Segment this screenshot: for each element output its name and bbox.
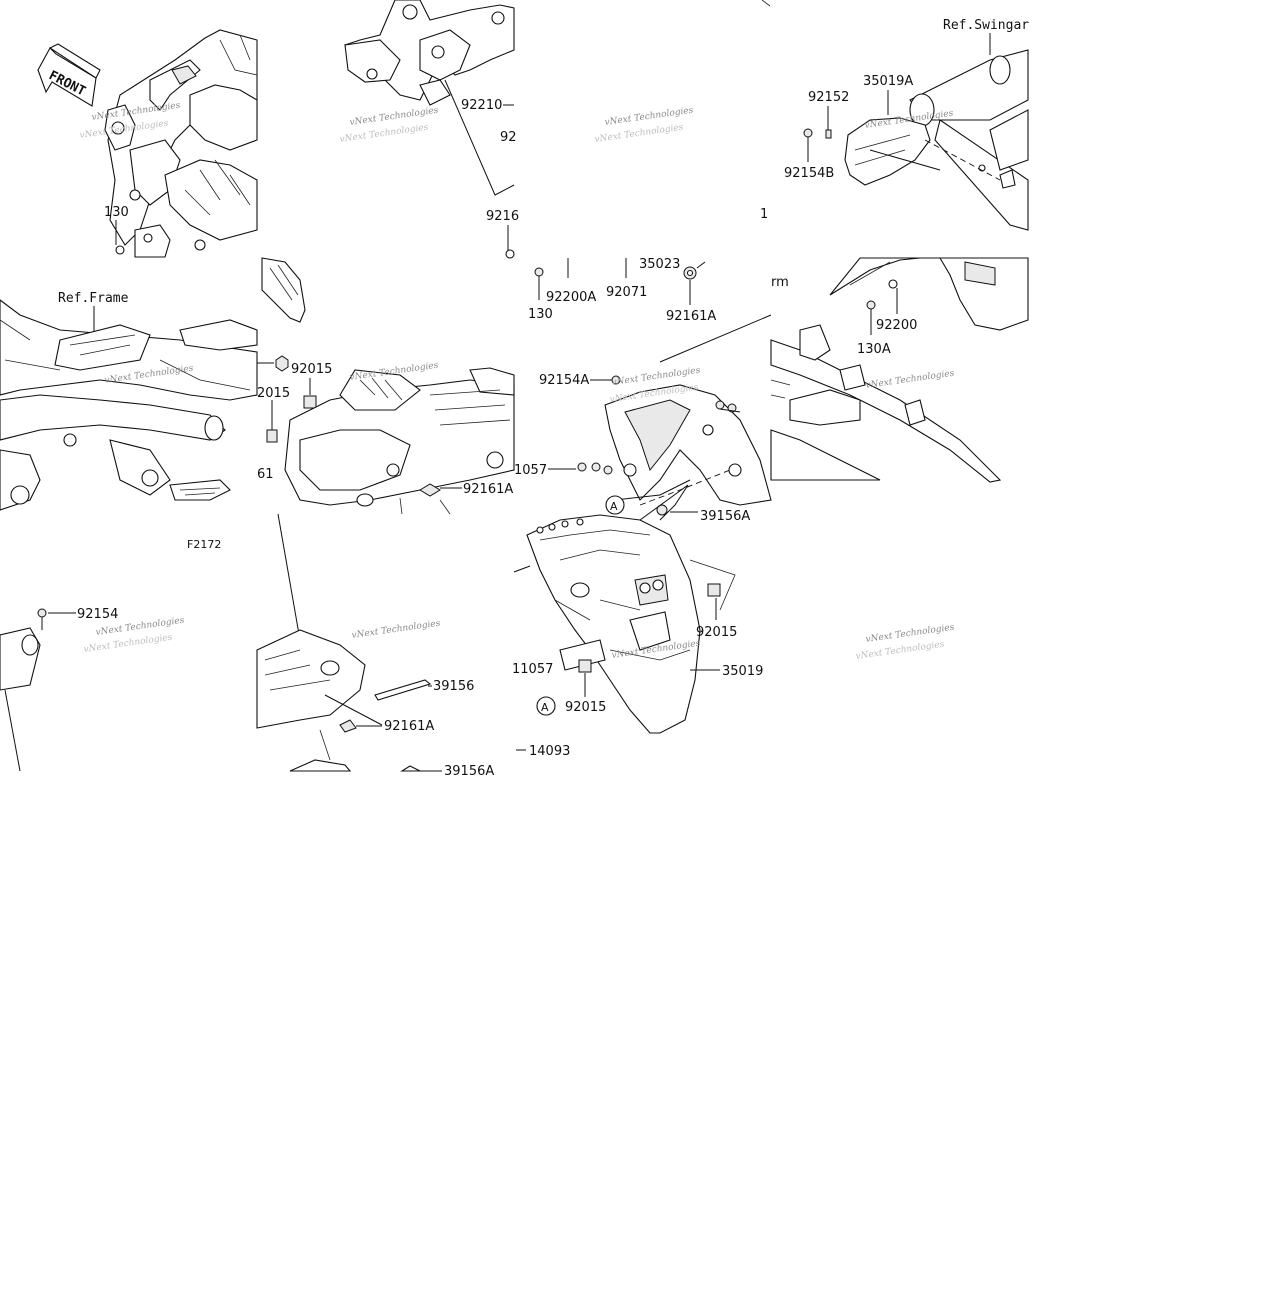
label-92161A-a: 92161A <box>666 309 716 324</box>
ref-frame-label: Ref.Frame <box>58 291 129 306</box>
bolt-icon <box>803 128 813 162</box>
label-92015-b: 92015 <box>696 625 737 640</box>
watermark: vNext Technologies vNext Technologies <box>594 106 694 145</box>
tile-tray-lower: 39156 92161A 39156A vNext Technologies <box>256 513 494 779</box>
ref-swingarm-label: Ref.Swingar <box>943 18 1029 33</box>
label-14093: 14093 <box>529 744 570 759</box>
grommet-icon <box>683 266 697 280</box>
label-2015-partial: 2015 <box>257 386 290 401</box>
label-130-b: 130 <box>528 307 553 322</box>
label-35019: 35019 <box>722 664 763 679</box>
label-61-partial: 61 <box>257 467 274 482</box>
label-39156: 39156 <box>433 679 474 694</box>
tile-hardware-labels: 1 vNext Technologies vNext Technologies … <box>528 0 771 324</box>
bolt-icon <box>37 608 47 630</box>
bolt-icon <box>611 375 621 385</box>
tile-rear-fender-top: rm 92154A 1057 39156A vNext Technologi <box>514 275 789 524</box>
watermark: vNext Technologies <box>351 619 441 641</box>
tile-rear-fender: A 92015 35019 11057 A 92015 <box>512 484 763 759</box>
tile-frame-rear: Ref.Frame vNext Technologies <box>0 291 258 511</box>
svg-text:vNext Technologies: vNext Technologies <box>351 619 441 641</box>
bolt-icon <box>577 462 613 475</box>
label-92152: 92152 <box>808 90 849 105</box>
svg-text:vNext Technologies: vNext Technologies <box>865 369 955 391</box>
label-92015-c: 92015 <box>565 700 606 715</box>
svg-text:A: A <box>610 500 618 513</box>
label-39156A-a: 39156A <box>700 509 750 524</box>
label-130A: 130A <box>857 342 891 357</box>
label-9216-partial: 9216 <box>486 209 519 224</box>
label-92154: 92154 <box>77 607 118 622</box>
watermark: vNext Technologies vNext Technologies <box>855 623 955 662</box>
label-39156A-b: 39156A <box>444 764 494 779</box>
bolt-icon <box>715 400 741 413</box>
tile-battery-case: 92015 2015 61 92161A vNext Technologies <box>257 257 515 515</box>
label-92200A: 92200A <box>546 290 596 305</box>
tile-rear-frame-mount: 92200 130A vNext Technologies <box>770 257 1029 483</box>
label-92200: 92200 <box>876 318 917 333</box>
nut-icon <box>578 659 592 673</box>
tile-frame-front: FRONT 130 vNext Technologies vNext Techn… <box>37 29 258 258</box>
label-92154B: 92154B <box>784 166 834 181</box>
frame-front-section <box>104 29 258 258</box>
svg-text:A: A <box>541 701 549 714</box>
tile-frame-lower: F2172 92154 vNext Technologies vNext Tec… <box>0 538 221 772</box>
label-92161A-c: 92161A <box>384 719 434 734</box>
label-92015-a: 92015 <box>291 362 332 377</box>
label-92154A: 92154A <box>539 373 589 388</box>
watermark: vNext Technologies <box>865 369 955 391</box>
callout-a-top: A <box>605 495 625 515</box>
label-1-partial: 1 <box>760 207 768 222</box>
label-35023: 35023 <box>639 257 680 272</box>
tile-frame-upper-bracket: 92210 92 9216 vNext Technologies vNext T… <box>339 0 519 259</box>
watermark: vNext Technologies vNext Technologies <box>339 106 439 145</box>
figure-code: F2172 <box>187 538 221 551</box>
bolt-icon <box>534 267 544 300</box>
label-92071: 92071 <box>606 285 647 300</box>
callout-a-bottom: A <box>536 696 556 716</box>
label-130-a: 130 <box>104 205 129 220</box>
bolt-icon <box>866 300 876 335</box>
tile-swingarm-guard: Ref.Swingar 35019A 92152 92154B vNext Te… <box>784 18 1029 231</box>
nut-icon <box>275 355 289 372</box>
tile-watermark-only: vNext Technologies vNext Technologies <box>855 623 955 662</box>
label-92210: 92210 <box>461 98 502 113</box>
front-arrow-icon: FRONT <box>37 43 101 107</box>
ref-swingarm-partial: rm <box>771 275 789 290</box>
label-11057: 11057 <box>512 662 553 677</box>
label-35019A: 35019A <box>863 74 913 89</box>
nut-icon <box>707 583 721 597</box>
label-1057-partial: 1057 <box>514 463 547 478</box>
label-92-partial: 92 <box>500 130 517 145</box>
label-92161A-b: 92161A <box>463 482 513 497</box>
